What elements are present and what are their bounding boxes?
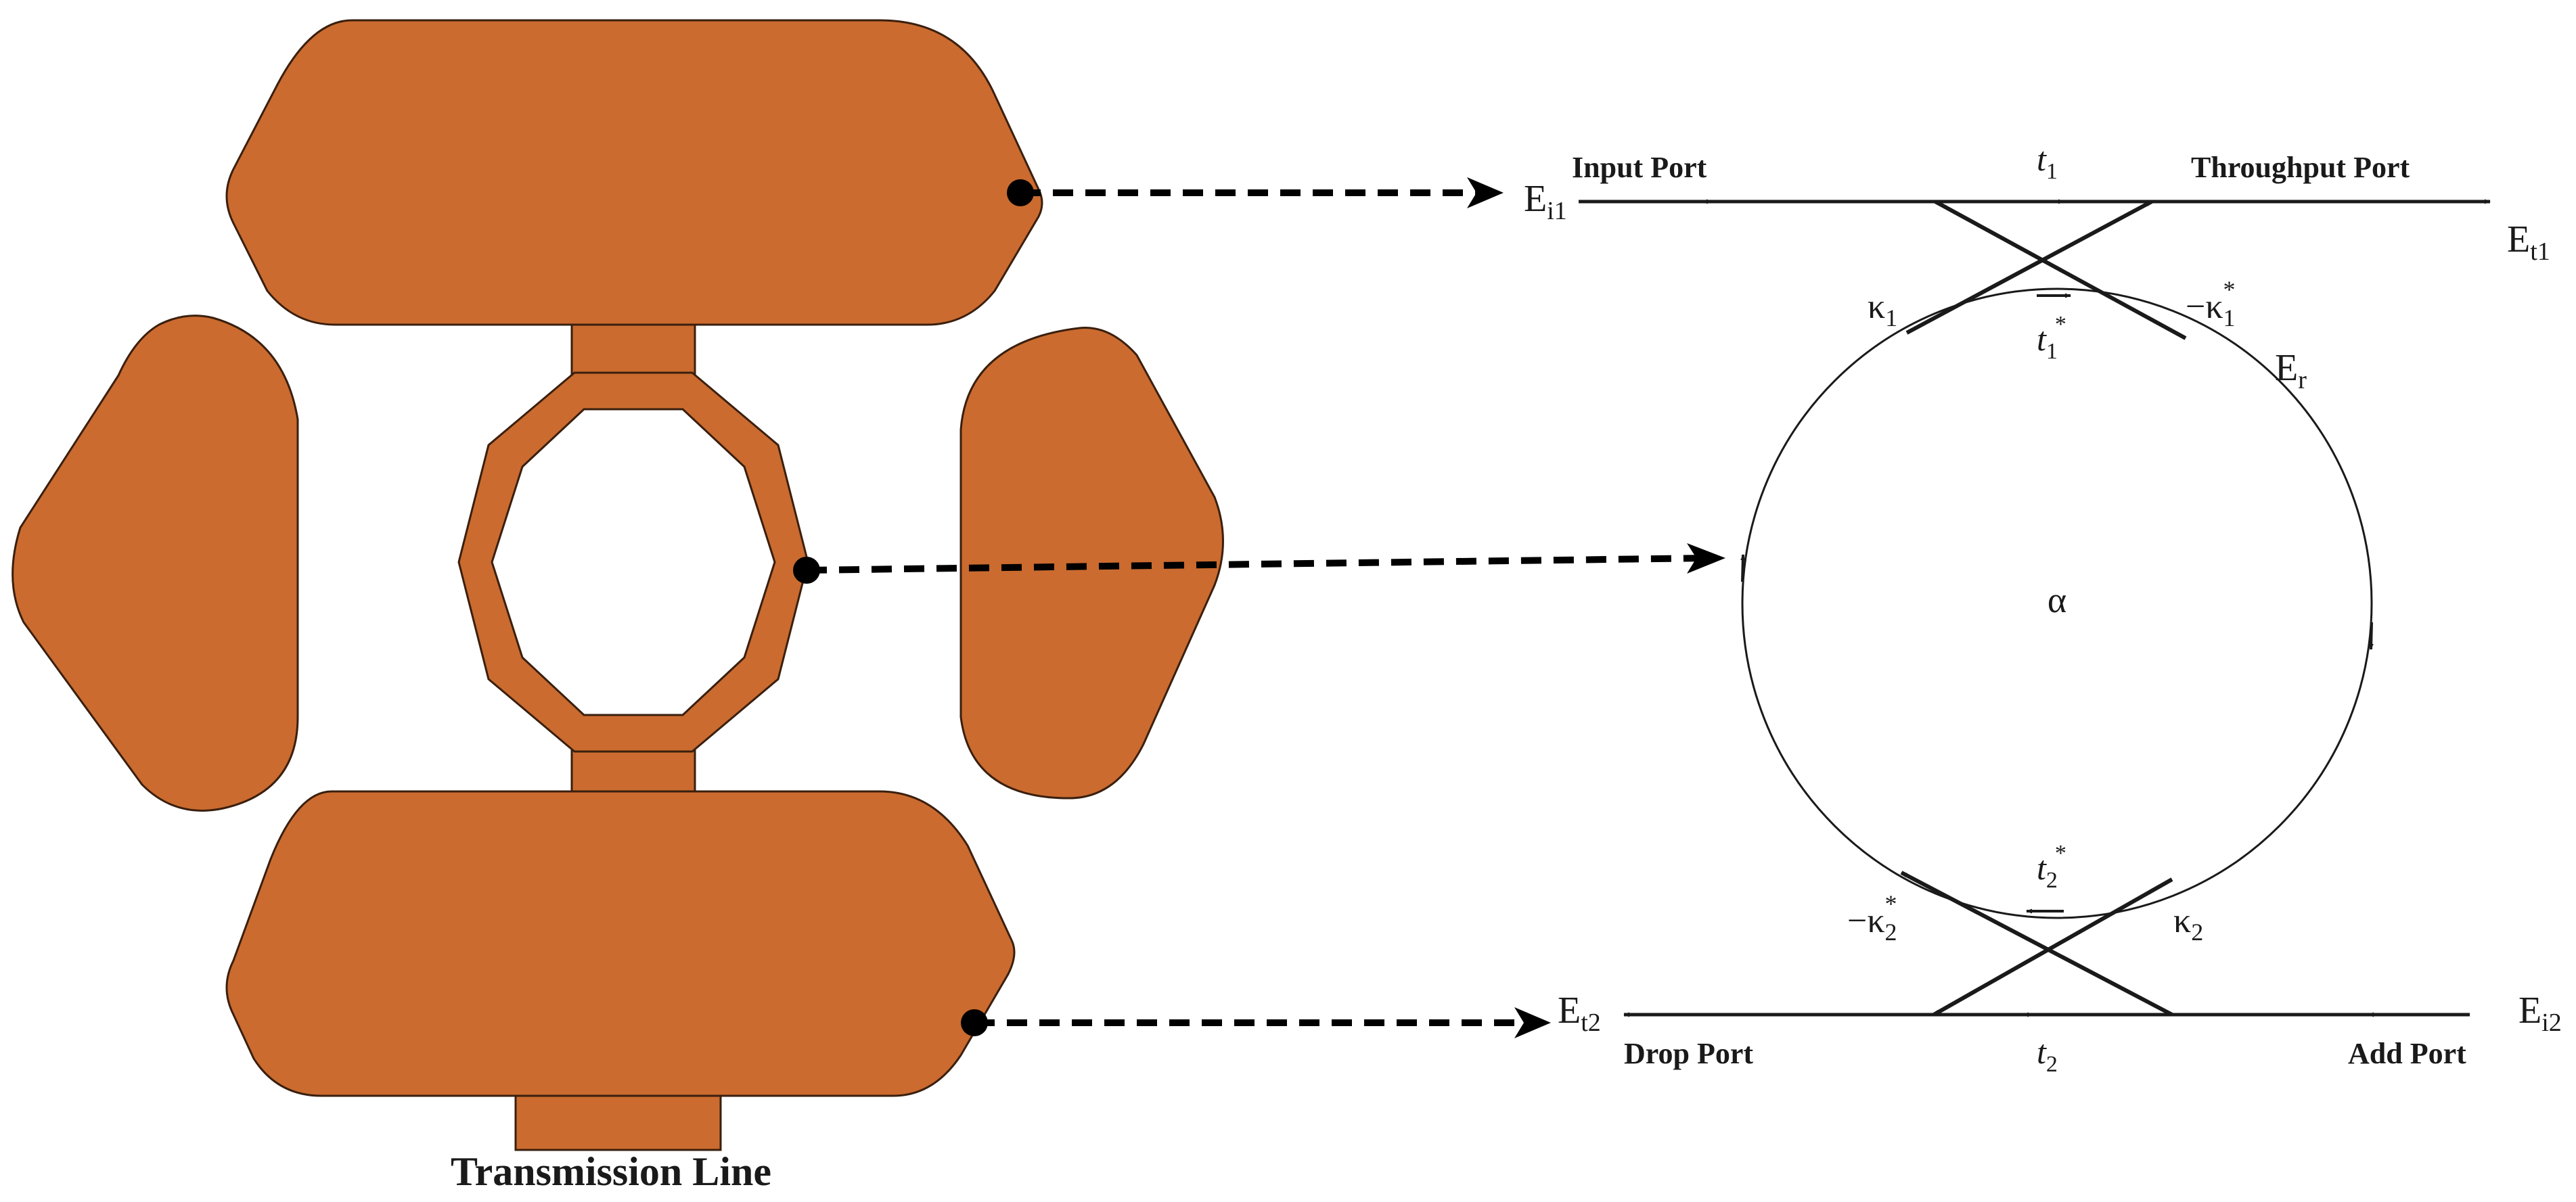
label-t1: t1 xyxy=(2037,140,2058,184)
label-e-t1: Et1 xyxy=(2507,218,2550,266)
label-t2-star: t2* xyxy=(2037,841,2066,893)
label-drop-port: Drop Port xyxy=(1624,1037,1753,1070)
label-e-i1: Ei1 xyxy=(1524,178,1567,225)
label-neg-kappa1-star: −κ1* xyxy=(2186,276,2236,331)
top-stub xyxy=(570,317,696,377)
label-throughput-port: Throughput Port xyxy=(2191,151,2410,184)
dashed-connectors xyxy=(793,177,1725,1038)
top-coupler-a xyxy=(1934,200,2187,340)
label-t1-star: t1* xyxy=(2037,312,2066,364)
right-block xyxy=(959,327,1224,800)
arrow-ring-right xyxy=(2368,622,2374,650)
connector-ring xyxy=(793,543,1725,584)
octagonal-ring xyxy=(457,371,809,753)
label-add-port: Add Port xyxy=(2348,1037,2466,1070)
arrowhead-input xyxy=(1467,177,1504,208)
metal-structure xyxy=(12,19,1224,1151)
transmission-line-label: Transmission Line xyxy=(451,1149,771,1194)
top-block xyxy=(225,19,1043,326)
connector-input xyxy=(1007,177,1504,208)
connector-dot-input xyxy=(1007,179,1034,206)
label-kappa2: κ2 xyxy=(2173,902,2203,946)
left-block xyxy=(12,315,299,812)
label-e-r: Er xyxy=(2275,347,2307,394)
top-coupler-b xyxy=(1905,200,2153,335)
label-e-i2: Ei2 xyxy=(2518,990,2562,1037)
connector-dot-ring xyxy=(793,557,820,584)
schematic xyxy=(1579,199,2491,1017)
bottom-block xyxy=(225,790,1016,1097)
label-alpha: α xyxy=(2048,580,2066,620)
label-neg-kappa2-star: −κ2* xyxy=(1847,890,1897,946)
arrowhead-ring xyxy=(1687,543,1725,574)
arrowhead-drop xyxy=(1514,1007,1551,1038)
label-t2: t2 xyxy=(2037,1033,2058,1077)
bottom-coupler-a xyxy=(1933,877,2173,1017)
ring-resonator xyxy=(1741,287,2373,919)
connector-dot-drop xyxy=(961,1009,988,1036)
label-e-t2: Et2 xyxy=(1558,990,1601,1037)
label-input-port: Input Port xyxy=(1572,151,1707,184)
connector-drop xyxy=(961,1007,1551,1038)
label-kappa1: κ1 xyxy=(1868,287,1897,331)
bottom-coupler-b xyxy=(1900,871,2173,1017)
arrow-ring-left xyxy=(1740,554,1746,582)
schematic-labels: Ei1 Input Port t1 Throughput Port Et1 κ1… xyxy=(1524,140,2562,1077)
